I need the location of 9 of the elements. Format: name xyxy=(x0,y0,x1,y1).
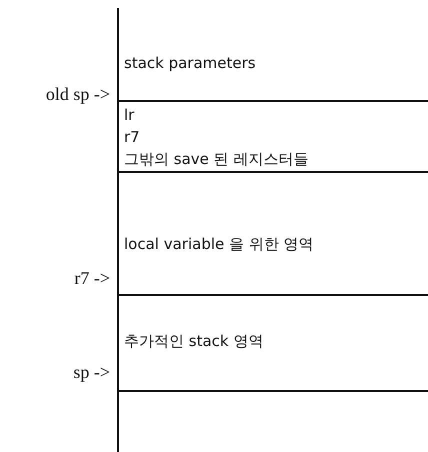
section-label: r7 xyxy=(123,127,141,148)
section-label: 그밖의 save 된 레지스터들 xyxy=(123,149,310,170)
section-label: stack parameters xyxy=(123,53,257,74)
section-label: 추가적인 stack 영역 xyxy=(123,331,264,352)
pointer-label: sp -> xyxy=(73,362,110,383)
pointer-label: r7 -> xyxy=(74,268,110,289)
pointer-label: old sp -> xyxy=(46,84,110,105)
section-label: local variable 을 위한 영역 xyxy=(123,234,315,255)
section-label: lr xyxy=(123,105,136,126)
